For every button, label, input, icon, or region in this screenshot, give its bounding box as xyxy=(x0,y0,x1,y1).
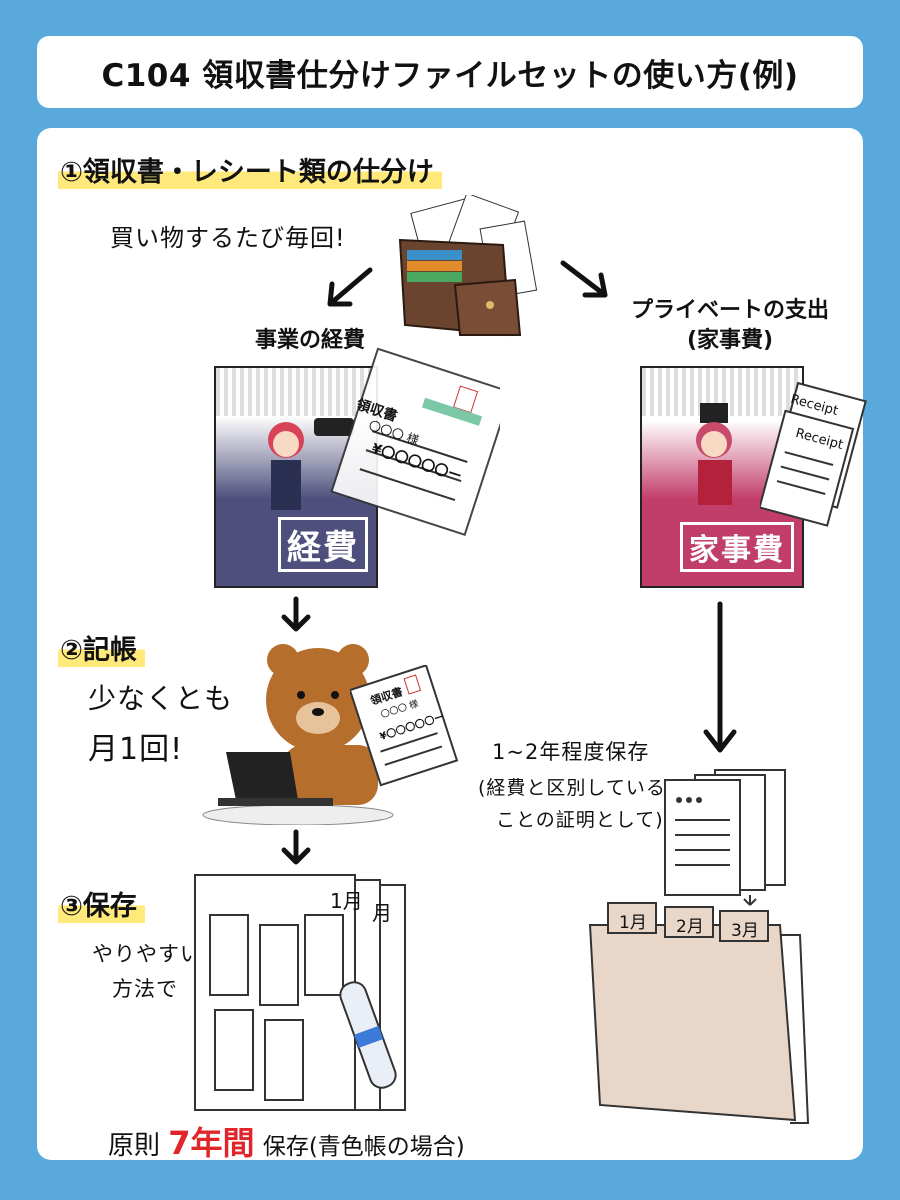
folder-tab-feb: 2月 xyxy=(676,917,704,937)
notebook-tab-1: 1月 xyxy=(330,889,363,913)
private-label-line-2: (家事費) xyxy=(686,328,774,353)
arrow-to-private xyxy=(560,260,608,298)
step-2-heading: ②記帳 xyxy=(58,628,145,667)
folder-tab-mar: 3月 xyxy=(731,921,759,941)
wallet-illustration xyxy=(398,195,538,337)
step-1-heading: ①領収書・レシート類の仕分け xyxy=(58,150,442,189)
note-monthly-1: 少なくとも xyxy=(88,682,234,715)
note-keep-line-2: (経費と区別している xyxy=(478,777,666,799)
arrow-to-business xyxy=(327,267,373,307)
retention-rule-years: 7年間 xyxy=(168,1124,255,1162)
note-easy-line-1: やりやすい xyxy=(92,942,202,966)
private-label-line-1: プライベートの支出 xyxy=(630,298,829,323)
step-3-heading: ③保存 xyxy=(58,884,145,923)
receipt-slips-illustration xyxy=(760,381,867,527)
folder-illustration xyxy=(588,895,810,1124)
business-expense-label: 事業の経費 xyxy=(254,328,365,353)
notebook-tab-2: 月 xyxy=(372,901,392,925)
retention-rule-prefix: 原則 xyxy=(108,1131,161,1161)
title-banner: C104 領収書仕分けファイルセットの使い方(例) xyxy=(37,36,863,108)
note-every-purchase: 買い物するたび毎回! xyxy=(110,224,346,252)
note-keep-line-1: 1~2年程度保存 xyxy=(492,740,650,764)
arrow-down-1 xyxy=(281,596,311,632)
bear-illustration xyxy=(202,644,394,825)
receipt-illustration xyxy=(330,347,500,537)
character-illustration xyxy=(268,418,354,510)
note-monthly-2: 月1回! xyxy=(88,732,184,767)
arrow-down-2 xyxy=(281,829,311,865)
card-stripes xyxy=(216,368,376,416)
retention-rule-suffix: 保存(青色帳の場合) xyxy=(262,1134,465,1160)
private-stamp: 家事費 xyxy=(680,522,794,572)
note-easy-line-2: 方法で xyxy=(112,977,178,1001)
character-illustration xyxy=(696,403,732,505)
page-title: C104 領収書仕分けファイルセットの使い方(例) xyxy=(101,57,799,94)
receipt-small-illustration xyxy=(350,665,459,787)
paper-stack-illustration xyxy=(664,769,786,896)
retention-rule: 原則 7年間 保存(青色帳の場合) xyxy=(108,1118,465,1164)
note-keep-line-3: ことの証明として) xyxy=(496,809,664,831)
arrow-down-long xyxy=(703,601,737,753)
business-stamp: 経費 xyxy=(278,517,368,572)
folder-tab-jan: 1月 xyxy=(619,913,647,933)
notebook-illustration xyxy=(194,874,406,1111)
